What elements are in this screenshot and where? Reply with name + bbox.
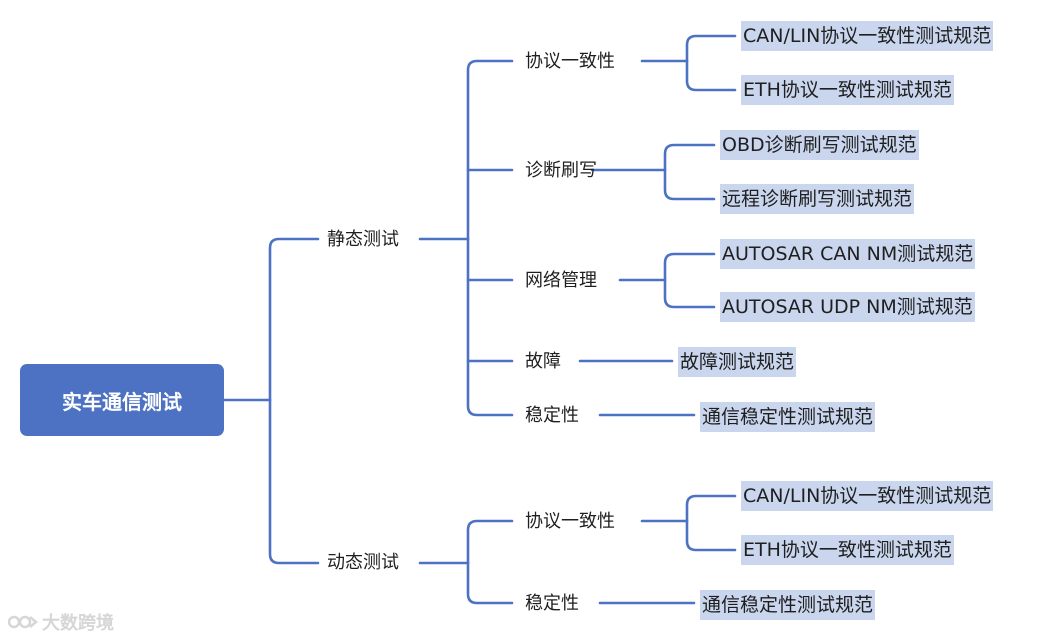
leaf-can-lin-conformance-spec[interactable]: CAN/LIN协议一致性测试规范 (741, 21, 994, 51)
root-node[interactable]: 实车通信测试 (20, 364, 224, 436)
root-link-upper (268, 237, 320, 402)
sc-nm-link-upper (663, 252, 716, 282)
leaf-autosar-udp-nm-spec[interactable]: AUTOSAR UDP NM测试规范 (720, 292, 975, 322)
static-network-management[interactable]: 网络管理 (525, 270, 597, 291)
branch-dynamic-test[interactable]: 动态测试 (327, 552, 399, 573)
static-link-lower (466, 237, 514, 417)
static-link-upper (466, 59, 514, 241)
leaf-autosar-can-nm-spec[interactable]: AUTOSAR CAN NM测试规范 (720, 239, 976, 269)
dc-proto-link-upper (685, 494, 737, 523)
static-fault[interactable]: 故障 (525, 351, 561, 372)
sc-diag-link-upper (663, 143, 716, 172)
dynamic-link-lower (466, 561, 514, 605)
dynamic-protocol-conformance[interactable]: 协议一致性 (525, 511, 615, 532)
dynamic-link-upper (466, 519, 514, 565)
branch-static-test[interactable]: 静态测试 (327, 229, 399, 250)
dc-proto-link-lower (685, 519, 737, 552)
static-diagnostic-flashing[interactable]: 诊断刷写 (525, 160, 597, 181)
sc-diag-link-lower (663, 168, 716, 201)
leaf-dyn-eth-conformance-spec[interactable]: ETH协议一致性测试规范 (741, 535, 954, 565)
watermark-text: 大数跨境 (42, 613, 114, 634)
watermark: 大数跨境 (8, 609, 114, 635)
leaf-comm-stability-spec[interactable]: 通信稳定性测试规范 (700, 402, 876, 432)
brand-logo-icon (8, 615, 38, 629)
dynamic-stability[interactable]: 稳定性 (525, 593, 579, 614)
leaf-fault-spec[interactable]: 故障测试规范 (678, 347, 797, 377)
leaf-obd-flashing-spec[interactable]: OBD诊断刷写测试规范 (720, 130, 919, 160)
leaf-dyn-comm-stability-spec[interactable]: 通信稳定性测试规范 (700, 590, 876, 620)
leaf-dyn-can-lin-conformance-spec[interactable]: CAN/LIN协议一致性测试规范 (741, 481, 994, 511)
root-link-lower (268, 398, 320, 565)
sc-proto-link-lower (685, 59, 737, 92)
sc-nm-link-lower (663, 278, 716, 309)
leaf-remote-flashing-spec[interactable]: 远程诊断刷写测试规范 (720, 184, 915, 214)
static-stability[interactable]: 稳定性 (525, 405, 579, 426)
leaf-eth-conformance-spec[interactable]: ETH协议一致性测试规范 (741, 75, 954, 105)
sc-proto-link-upper (685, 34, 737, 63)
static-protocol-conformance[interactable]: 协议一致性 (525, 51, 615, 72)
